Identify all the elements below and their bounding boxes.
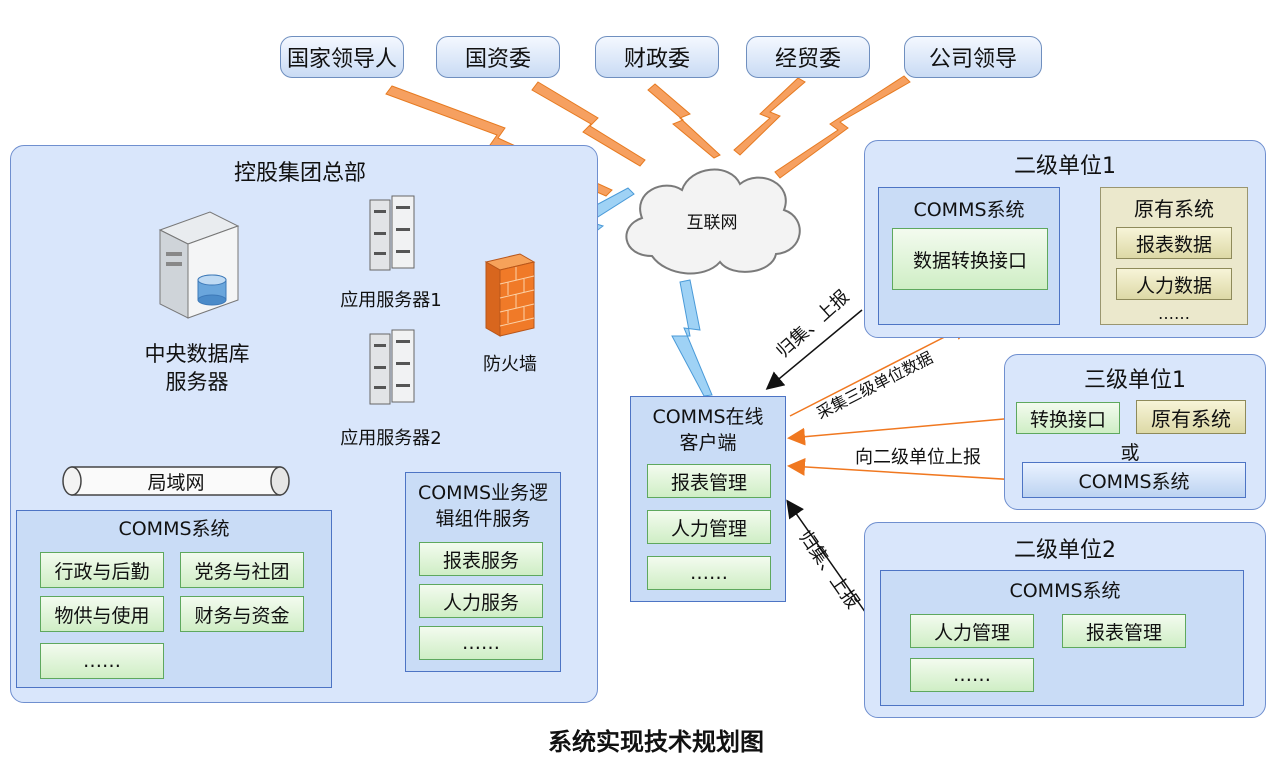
unit3-1-comms[interactable]: COMMS系统 bbox=[1022, 462, 1246, 498]
firewall-icon bbox=[484, 253, 536, 337]
unit2-2-more[interactable]: …… bbox=[910, 658, 1034, 692]
unit3-1-or: 或 bbox=[1120, 442, 1140, 464]
unit2-2-hr-mgmt[interactable]: 人力管理 bbox=[910, 614, 1034, 648]
logic-service-title-1: COMMS业务逻 bbox=[417, 482, 549, 504]
arrow-collect-top bbox=[765, 309, 863, 390]
firewall-label: 防火墙 bbox=[483, 354, 537, 375]
service-hr[interactable]: 人力服务 bbox=[419, 584, 543, 618]
internet-cloud bbox=[625, 168, 801, 275]
client-title-2: 客户端 bbox=[679, 432, 737, 454]
stakeholder-company-leader: 公司领导 bbox=[904, 36, 1042, 78]
unit3-1-interface[interactable]: 转换接口 bbox=[1016, 402, 1120, 434]
module-supply-usage[interactable]: 物供与使用 bbox=[40, 596, 164, 632]
data-conversion-interface[interactable]: 数据转换接口 bbox=[892, 228, 1048, 290]
unit2-2-title: 二级单位2 bbox=[1014, 538, 1116, 563]
arrow-collect-level3 bbox=[789, 323, 971, 417]
client-hr-mgmt[interactable]: 人力管理 bbox=[647, 510, 771, 544]
unit3-1-legacy[interactable]: 原有系统 bbox=[1136, 400, 1246, 434]
hq-comms-title: COMMS系统 bbox=[118, 518, 230, 540]
lan-label: 局域网 bbox=[147, 472, 205, 494]
arrow-report-comms bbox=[787, 457, 1019, 481]
app-server-2-icon bbox=[369, 329, 415, 405]
app-server-1-icon bbox=[369, 195, 415, 271]
unit2-2-comms-title: COMMS系统 bbox=[1009, 580, 1121, 602]
stakeholder-trade: 经贸委 bbox=[746, 36, 870, 78]
module-finance-capital[interactable]: 财务与资金 bbox=[180, 596, 304, 632]
module-party-affairs[interactable]: 党务与社团 bbox=[180, 552, 304, 588]
service-report[interactable]: 报表服务 bbox=[419, 542, 543, 576]
service-more[interactable]: …… bbox=[419, 626, 543, 660]
module-more[interactable]: …… bbox=[40, 643, 164, 679]
legacy-hr-data[interactable]: 人力数据 bbox=[1116, 268, 1232, 300]
client-more[interactable]: …… bbox=[647, 556, 771, 590]
logic-service-title-2: 辑组件服务 bbox=[435, 508, 531, 530]
cloud-label: 互联网 bbox=[686, 213, 738, 233]
diagram-caption: 系统实现技术规划图 bbox=[548, 728, 764, 756]
client-link bbox=[671, 279, 713, 397]
database-server-icon bbox=[158, 211, 240, 319]
hq-title: 控股集团总部 bbox=[233, 161, 366, 186]
stakeholder-state-leader: 国家领导人 bbox=[280, 36, 404, 78]
legacy-report-data[interactable]: 报表数据 bbox=[1116, 227, 1232, 259]
app-server-2-label: 应用服务器2 bbox=[340, 428, 442, 449]
arrow-report-interface bbox=[787, 417, 1016, 446]
client-report-mgmt[interactable]: 报表管理 bbox=[647, 464, 771, 498]
app-server-1-label: 应用服务器1 bbox=[340, 290, 442, 311]
unit2-2-report-mgmt[interactable]: 报表管理 bbox=[1062, 614, 1186, 648]
client-title-1: COMMS在线 bbox=[652, 406, 764, 428]
unit2-1-legacy-title: 原有系统 bbox=[1134, 197, 1214, 221]
unit3-1-title: 三级单位1 bbox=[1084, 368, 1186, 393]
unit2-1-title: 二级单位1 bbox=[1014, 154, 1116, 179]
db-server-label-2: 服务器 bbox=[165, 370, 229, 394]
label-report-to-level2: 向二级单位上报 bbox=[855, 447, 981, 468]
legacy-more: …… bbox=[1158, 304, 1190, 323]
stakeholder-sasac: 国资委 bbox=[436, 36, 560, 78]
stakeholder-finance: 财政委 bbox=[595, 36, 719, 78]
db-server-label-1: 中央数据库 bbox=[144, 342, 250, 366]
module-admin-logistics[interactable]: 行政与后勤 bbox=[40, 552, 164, 588]
unit2-1-comms-title: COMMS系统 bbox=[913, 199, 1025, 221]
lan-pipe bbox=[62, 466, 290, 496]
